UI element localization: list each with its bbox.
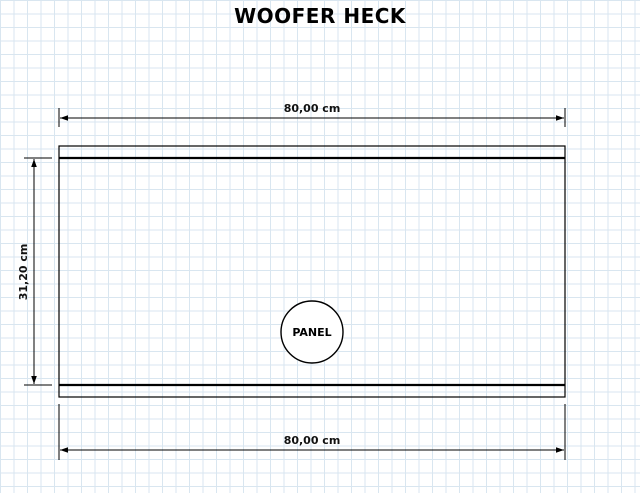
woofer-box: PANEL xyxy=(58,145,566,398)
top-width-dimension: 80,00 cm xyxy=(58,102,566,127)
panel-circle xyxy=(280,300,344,364)
top-width-label: 80,00 cm xyxy=(284,102,341,115)
panel-label: PANEL xyxy=(292,326,331,339)
box-outline xyxy=(58,145,566,398)
drawing-title: WOOFER HECK xyxy=(234,4,406,28)
height-label: 31,20 cm xyxy=(17,244,30,301)
height-dimension: 31,20 cm xyxy=(17,157,52,386)
bottom-width-label: 80,00 cm xyxy=(284,434,341,447)
bottom-width-dimension: 80,00 cm xyxy=(58,404,566,460)
